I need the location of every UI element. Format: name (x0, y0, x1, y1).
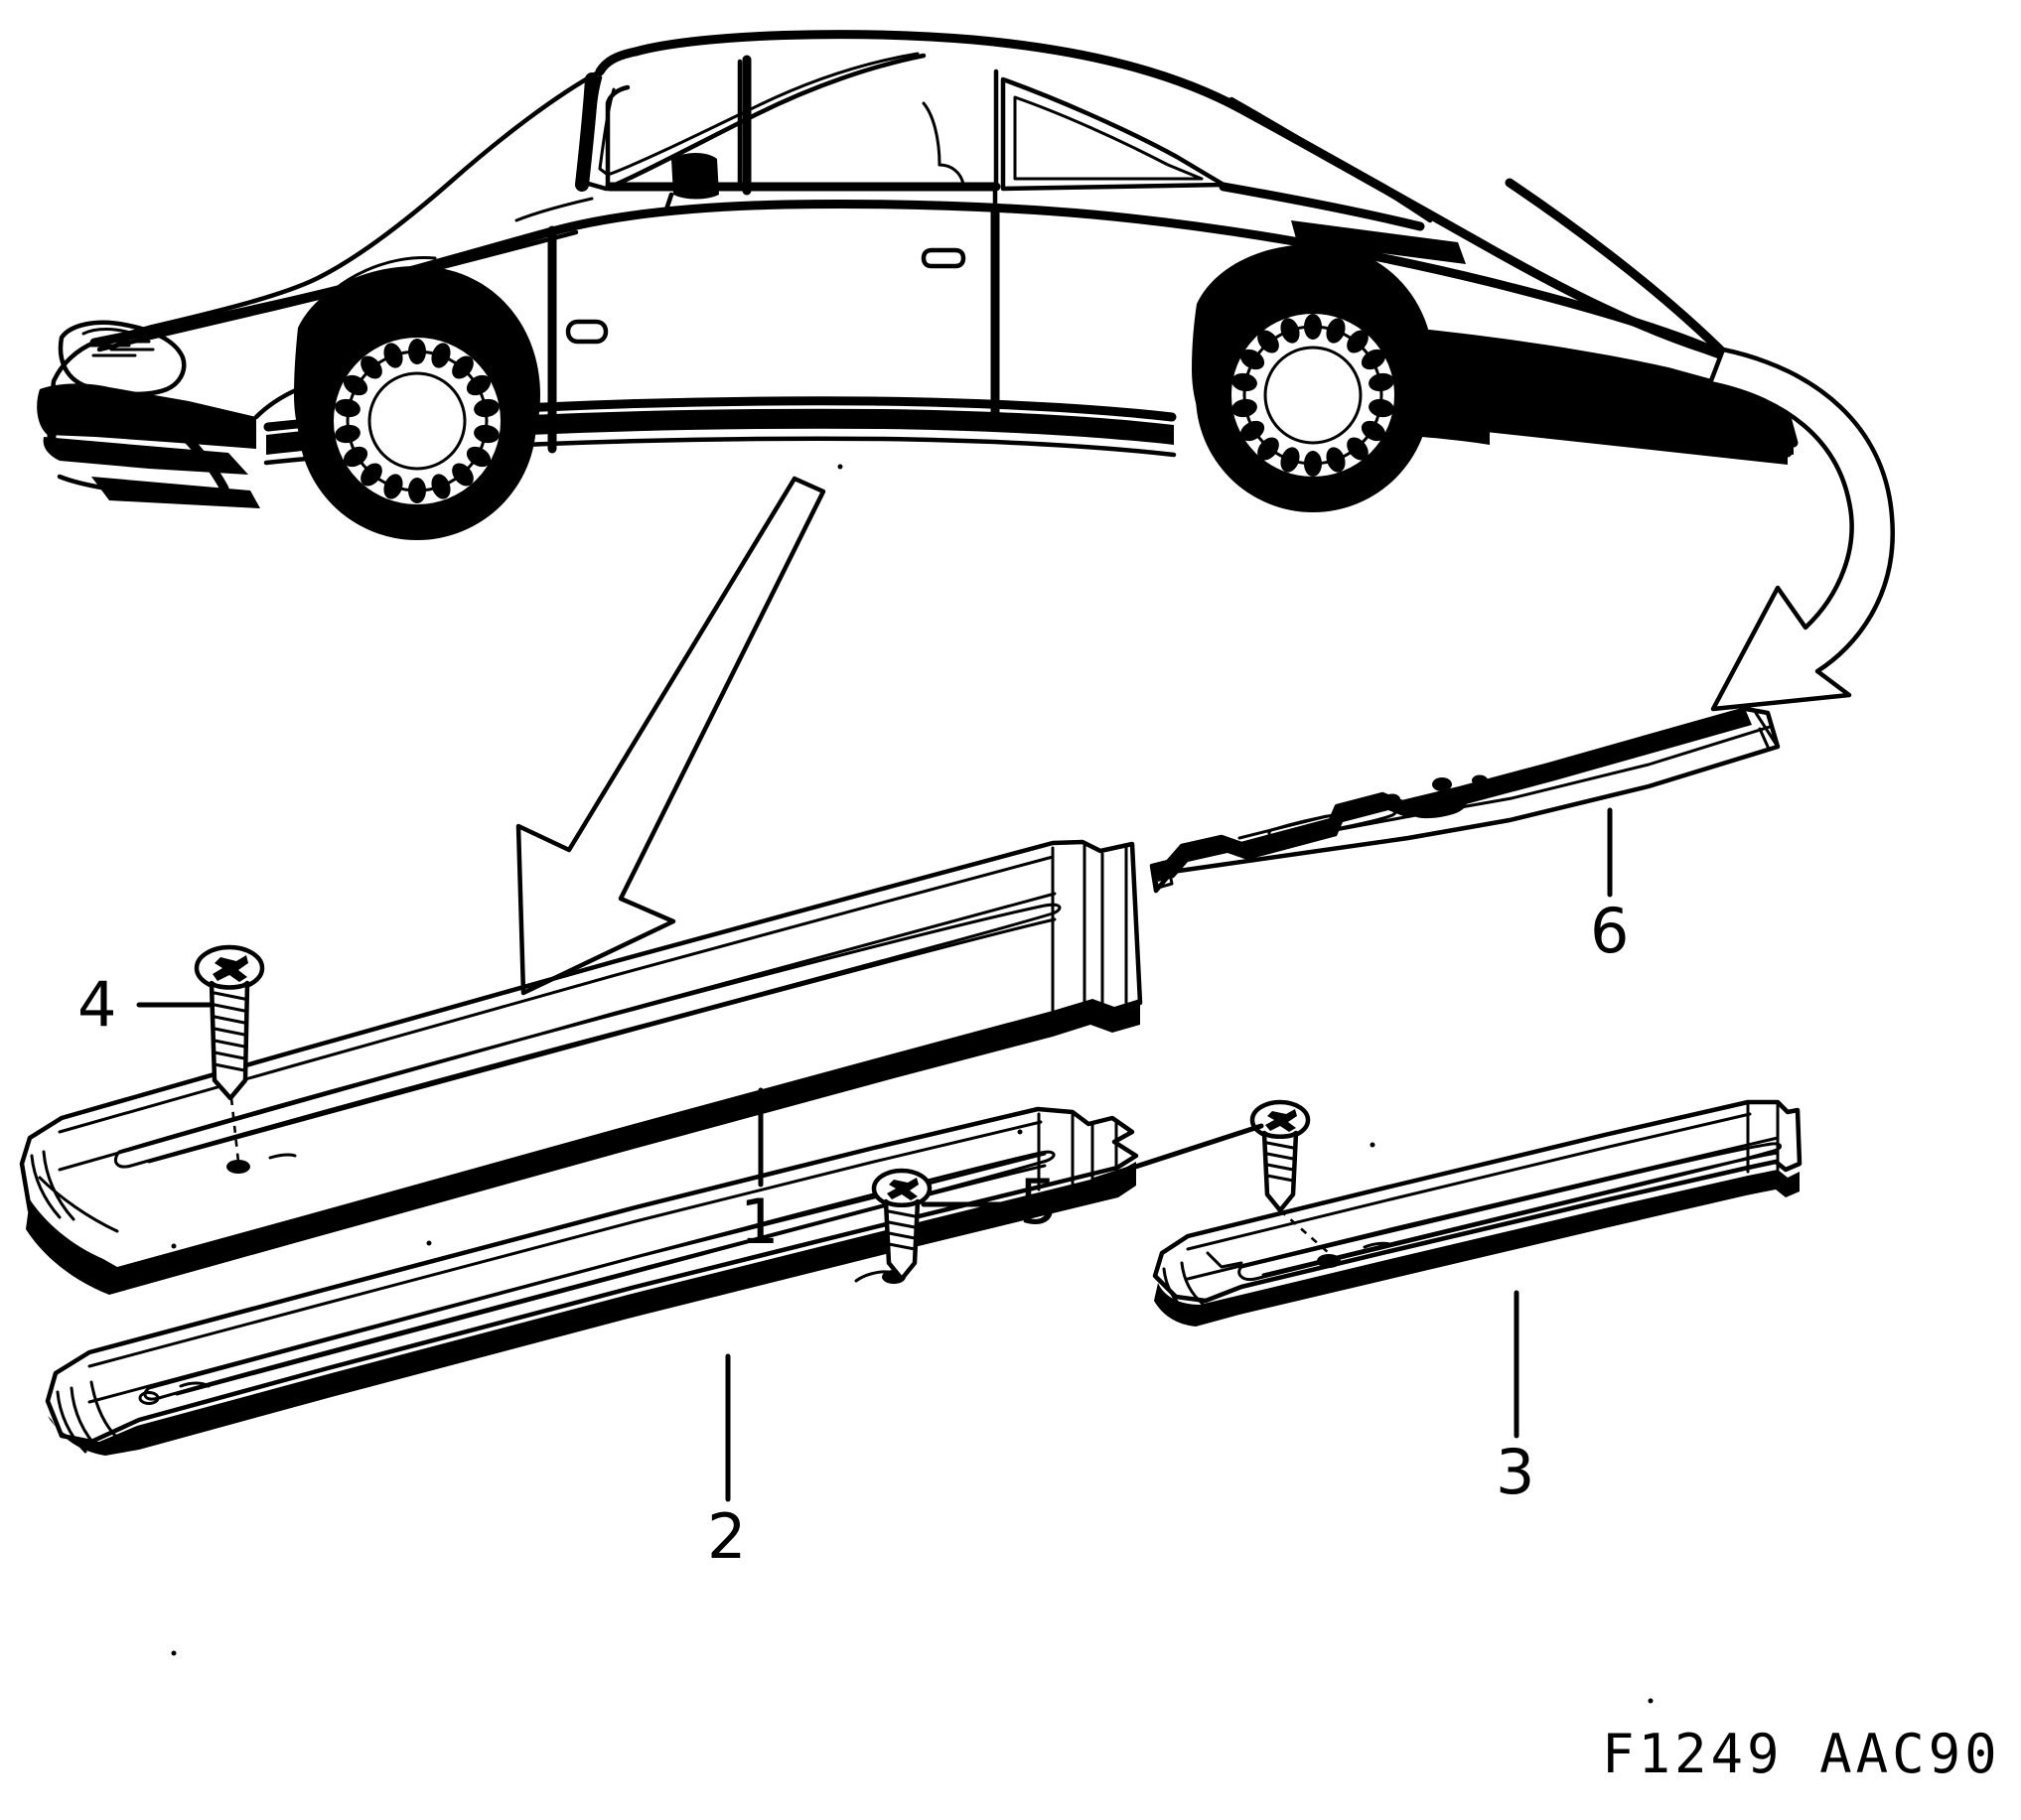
scan-speckles (171, 464, 1654, 1704)
callout-6: 6 (1590, 895, 1630, 967)
saab-900-side-view (37, 30, 1799, 540)
part-6-rear-sill-trim-panel (1149, 706, 1781, 898)
callout-1: 1 (740, 1186, 780, 1258)
callout-4: 4 (77, 968, 117, 1041)
callout-2: 2 (707, 1500, 747, 1573)
callout-3: 3 (1496, 1436, 1535, 1508)
part-3-sill-trim-panel-short-rear (1152, 1099, 1803, 1439)
front-wheel-hub (335, 339, 500, 503)
part-2-sill-trim-panel-lower-long (45, 1106, 1139, 1502)
screw-4-self-tapping-long (136, 944, 265, 1163)
callout-5: 5 (1019, 1166, 1059, 1238)
assembly-arrow-to-rear-sill (1707, 347, 1895, 712)
part-1-sill-trim-panel-front-long (19, 839, 1143, 1295)
figure-caption: F1249 AAC90 (1602, 1723, 2001, 1785)
rear-wheel-hub (1231, 314, 1394, 477)
screw-5b-self-tapping-short (1092, 1099, 1330, 1254)
screw-5a-self-tapping-short (871, 1168, 1006, 1282)
assembly-arrow-to-sill-trim (515, 476, 826, 996)
